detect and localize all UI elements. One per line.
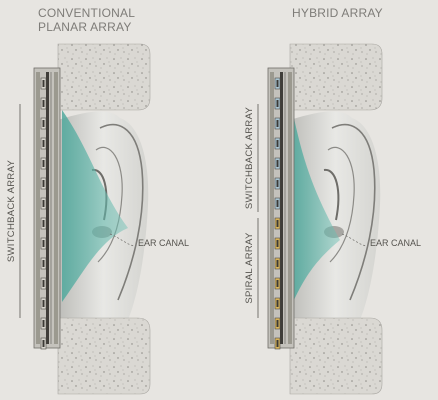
conductor-trace [42,200,45,207]
right-title: HYBRID ARRAY [292,6,383,20]
conductor-trace [276,100,279,107]
left-canal-leader [109,233,135,247]
left-panel: SWITCHBACK ARRAY EAR CANAL [6,43,189,395]
conductor-trace [42,280,45,287]
left-canal-label: EAR CANAL [138,238,189,248]
conductor-trace [42,120,45,127]
left-bottom-cushion [57,317,151,395]
left-title: CONVENTIONAL PLANAR ARRAY [38,6,135,34]
left-title-line1: CONVENTIONAL [38,6,136,20]
right-driver-stack [267,67,295,349]
right-magnet-row [274,77,281,350]
conductor-trace [42,340,45,347]
conductor-trace [276,300,279,307]
right-top-cushion [289,43,383,111]
conductor-trace [276,140,279,147]
conductor-trace [42,100,45,107]
conductor-trace [42,260,45,267]
right-lower-label: SPIRAL ARRAY [244,232,255,304]
conductor-trace [276,200,279,207]
left-top-cushion [57,43,151,111]
left-title-line2: PLANAR ARRAY [38,20,132,34]
left-driver-stack [33,67,61,349]
conductor-trace [42,160,45,167]
conductor-trace [276,280,279,287]
conductor-trace [276,340,279,347]
right-canal-leader [341,233,367,247]
right-upper-label: SWITCHBACK ARRAY [244,107,255,210]
right-bottom-cushion [289,317,383,395]
right-canal-label: EAR CANAL [370,238,421,248]
conductor-trace [42,180,45,187]
conductor-trace [42,140,45,147]
conductor-trace [276,320,279,327]
conductor-trace [276,120,279,127]
left-array-label: SWITCHBACK ARRAY [6,160,17,263]
right-sound-beam [294,118,340,300]
conductor-trace [276,240,279,247]
left-magnet-row [40,77,47,350]
left-sound-beam [62,110,128,302]
conductor-trace [42,80,45,87]
conductor-trace [276,160,279,167]
conductor-trace [276,180,279,187]
conductor-trace [276,80,279,87]
conductor-trace [276,260,279,267]
conductor-trace [276,220,279,227]
conductor-trace [42,320,45,327]
conductor-trace [42,240,45,247]
right-panel: SWITCHBACK ARRAY SPIRAL ARRAY EAR CANAL [244,43,421,395]
conductor-trace [42,220,45,227]
conductor-trace [42,300,45,307]
